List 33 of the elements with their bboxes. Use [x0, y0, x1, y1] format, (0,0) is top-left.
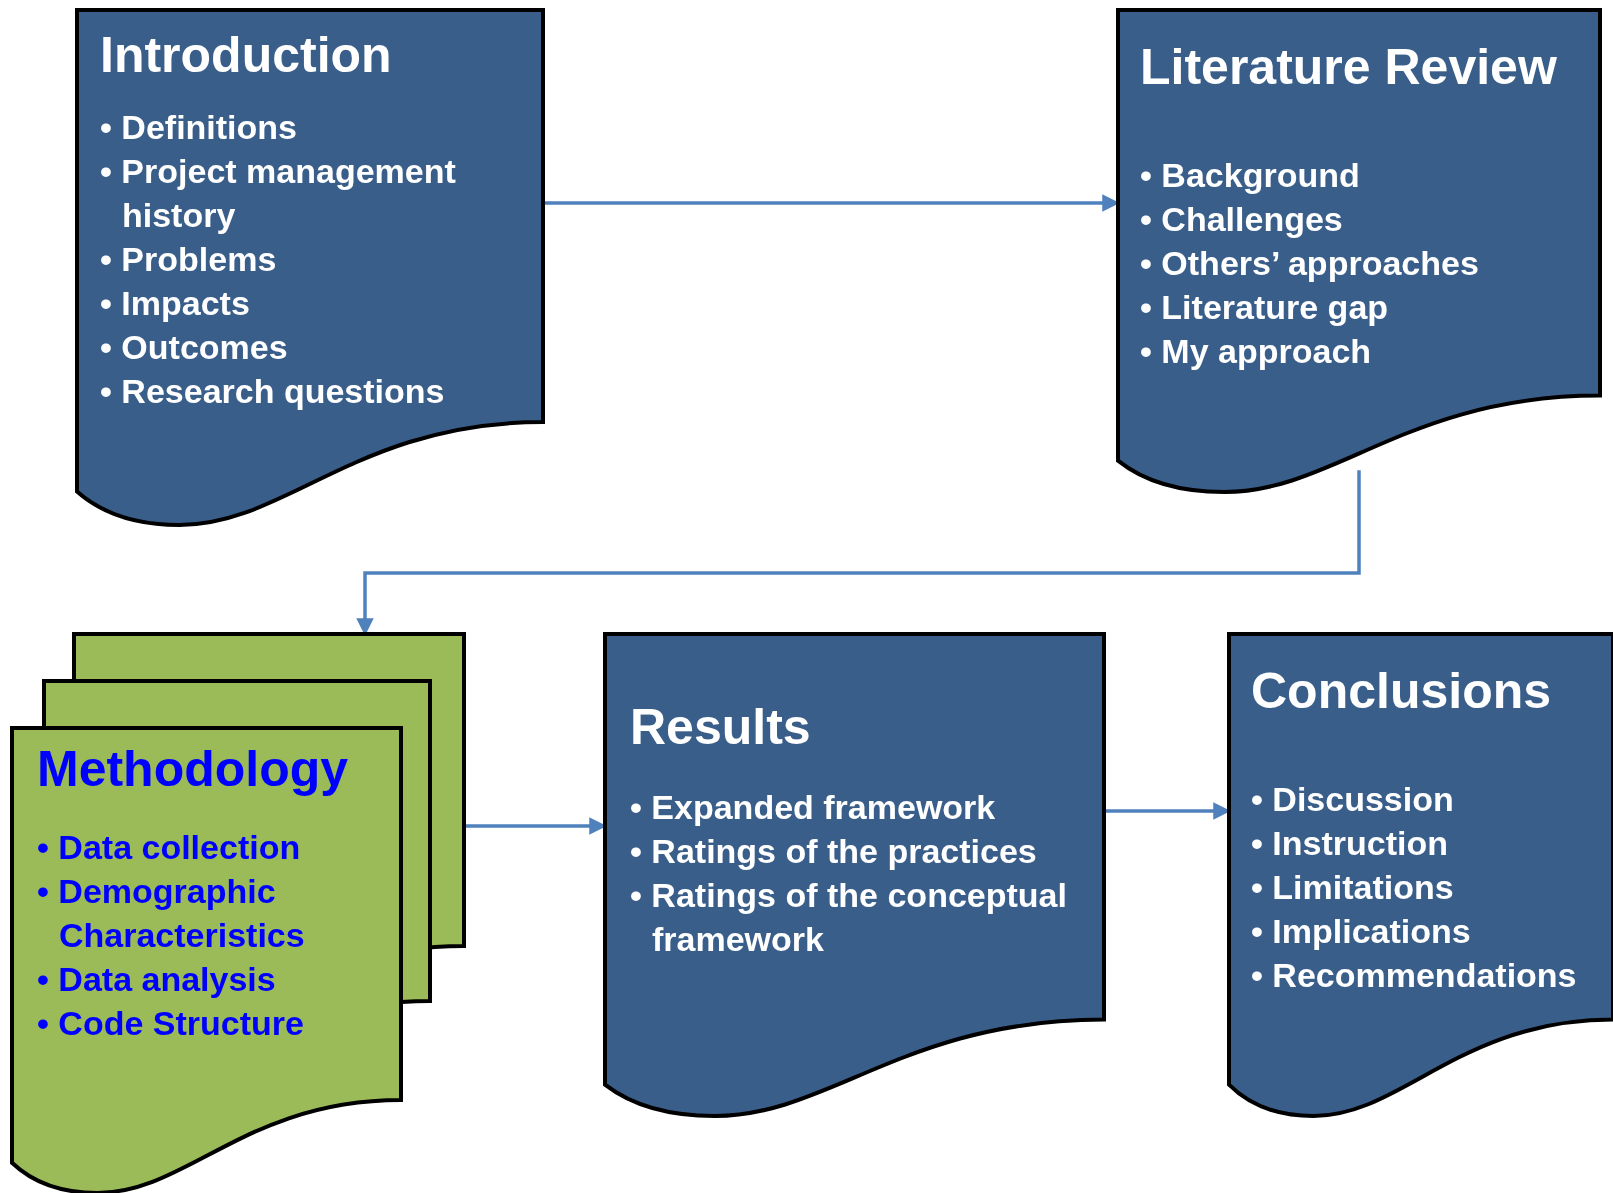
bullet-item: • Others’ approaches [1140, 243, 1480, 284]
bullet-item: • Code Structure [37, 1003, 305, 1044]
bullet-item: • Ratings of the conceptual framework [630, 875, 1068, 960]
bullet-item: • Literature gap [1140, 287, 1390, 328]
bullet-item: • Recommendations [1251, 955, 1578, 996]
bullet-item: • Data analysis [37, 959, 277, 1000]
bullet-item: • My approach [1140, 331, 1373, 372]
box-heading: Introduction [100, 28, 393, 83]
bullet-item: • Demographic Characteristics [37, 871, 306, 956]
bullet-item: • Implications [1251, 911, 1472, 952]
bullet-item: • Definitions [100, 107, 298, 148]
bullet-item: • Discussion [1251, 779, 1455, 820]
bullet-item: • Ratings of the practices [630, 831, 1038, 872]
document-shape [1118, 10, 1600, 492]
bullet-item: • Research questions [100, 371, 446, 412]
bullet-item: • Impacts [100, 283, 251, 324]
bullet-item: • Background [1140, 155, 1361, 196]
box-heading: Methodology [37, 742, 350, 797]
box-heading: Literature Review [1140, 40, 1558, 95]
document-shape [77, 10, 543, 525]
box-heading: Results [630, 700, 812, 755]
bullet-item: • Challenges [1140, 199, 1344, 240]
bullet-item: • Data collection [37, 827, 302, 868]
bullet-item: • Limitations [1251, 867, 1455, 908]
bullet-item: • Problems [100, 239, 278, 280]
bullet-item: • Project management history [100, 151, 457, 236]
document-shape [605, 634, 1104, 1116]
bullet-item: • Instruction [1251, 823, 1449, 864]
bullet-item: • Outcomes [100, 327, 289, 368]
bullet-item: • Expanded framework [630, 787, 997, 828]
box-heading: Conclusions [1251, 664, 1553, 719]
document-shape [1229, 634, 1613, 1116]
stacked-document-shape [12, 634, 464, 1193]
